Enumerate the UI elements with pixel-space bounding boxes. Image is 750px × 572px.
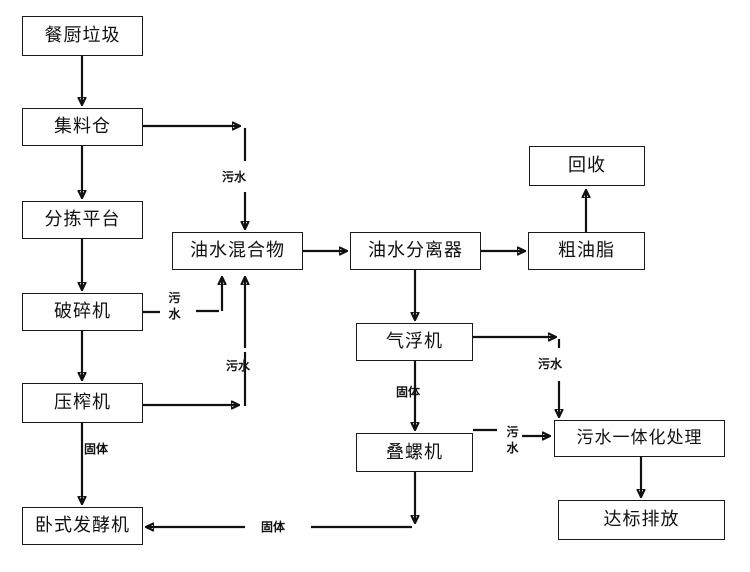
node-recycling[interactable]: 回收: [529, 146, 645, 186]
node-compliant-discharge[interactable]: 达标排放: [558, 500, 725, 540]
edge-label-text: 固体: [396, 385, 421, 399]
edge-label-wastewater-from-flotation: 污水: [538, 358, 562, 371]
edge-label-text: 污水: [538, 357, 563, 371]
node-label: 粗油脂: [558, 240, 615, 261]
node-collection-bin[interactable]: 集料仓: [22, 108, 143, 146]
node-oil-water-mixture[interactable]: 油水混合物: [172, 232, 303, 270]
node-air-flotation-machine[interactable]: 气浮机: [356, 323, 473, 361]
node-label: 破碎机: [54, 301, 111, 322]
edge-label-text: 污水: [506, 425, 519, 456]
node-crude-oil[interactable]: 粗油脂: [528, 232, 645, 270]
node-label: 餐厨垃圾: [44, 25, 121, 46]
node-label: 油水分离器: [368, 240, 463, 261]
node-integrated-wastewater-treatment[interactable]: 污水一体化处理: [554, 420, 725, 457]
node-label: 达标排放: [603, 509, 680, 530]
edge-label-wastewater-from-press: 污水: [226, 360, 250, 373]
node-label: 卧式发酵机: [35, 515, 130, 536]
edge-label-solid-to-screw-press: 固体: [396, 386, 420, 399]
edge-label-wastewater-from-crusher: 污水: [168, 290, 181, 322]
node-screw-press[interactable]: 叠螺机: [356, 433, 473, 472]
node-label: 回收: [568, 155, 606, 176]
edge-label-text: 污水: [168, 291, 181, 322]
node-label: 污水一体化处理: [576, 428, 703, 448]
node-label: 油水混合物: [190, 240, 285, 261]
node-label: 压榨机: [54, 392, 111, 413]
edge-label-wastewater-from-bin: 污水: [222, 171, 246, 184]
edge-label-text: 固体: [84, 442, 109, 456]
node-label: 分拣平台: [44, 209, 121, 230]
edge-label-text: 污水: [222, 170, 247, 184]
edge-label-solid-from-screw-press: 固体: [261, 521, 285, 534]
node-sorting-platform[interactable]: 分拣平台: [22, 201, 143, 239]
node-label: 气浮机: [386, 331, 443, 352]
node-horizontal-fermenter[interactable]: 卧式发酵机: [22, 507, 143, 545]
edge-label-text: 污水: [226, 359, 251, 373]
node-food-waste[interactable]: 餐厨垃圾: [22, 16, 143, 56]
node-label: 集料仓: [54, 116, 111, 137]
edge-label-wastewater-from-screw-press: 污水: [506, 424, 519, 456]
node-press[interactable]: 压榨机: [22, 383, 143, 423]
node-label: 叠螺机: [386, 441, 443, 463]
node-oil-water-separator[interactable]: 油水分离器: [350, 232, 481, 270]
node-crusher[interactable]: 破碎机: [22, 293, 143, 331]
edge-label-solid-to-fermenter: 固体: [84, 443, 108, 456]
edge-label-text: 固体: [261, 520, 286, 534]
